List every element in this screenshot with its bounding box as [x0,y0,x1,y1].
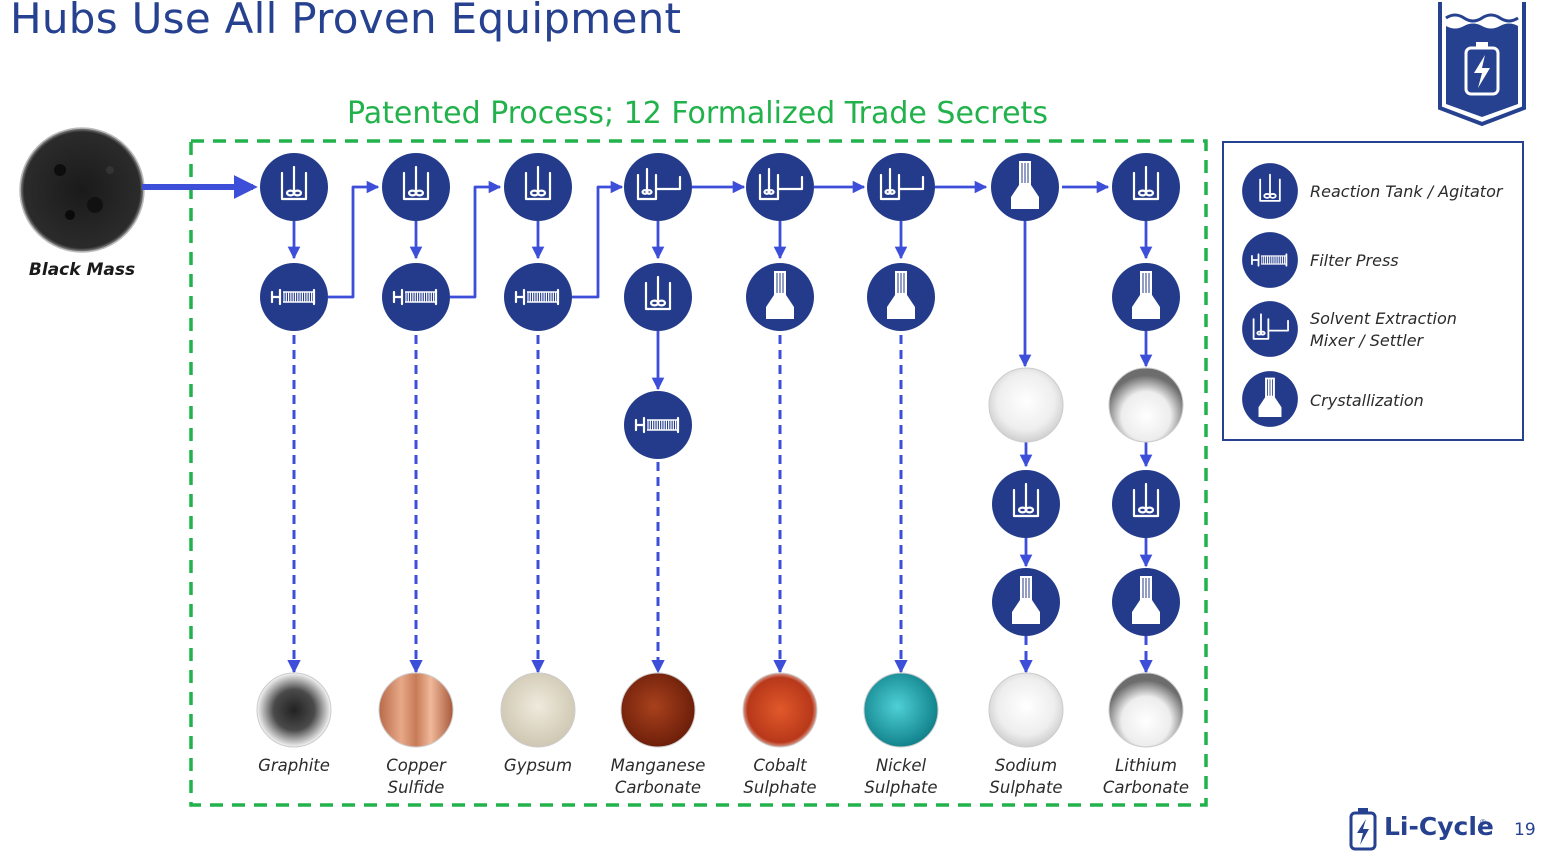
nickel-sulphate-sample [863,672,939,748]
reaction-tank-agitator-icon [382,153,450,221]
battery-tank-logo-icon [1438,2,1526,127]
product-label: Graphite [258,756,330,775]
sodium-sulphate-intermediate-sample [988,367,1064,443]
process-boundary [189,139,1208,807]
product-label: Copper [386,756,447,775]
manganese-carbonate-sample [620,672,696,748]
reaction-tank-agitator-icon [1112,153,1180,221]
crystallization-icon [991,153,1059,221]
product-label: Manganese [611,756,706,775]
legend-solvent-extraction-icon [1242,301,1298,357]
gypsum-sample [500,672,576,748]
black-mass-label: Black Mass [29,260,135,280]
crystallization-icon [867,263,935,331]
filter-press-icon [624,391,692,459]
reaction-tank-agitator-icon [992,470,1060,538]
solvent-extraction-icon [746,153,814,221]
legend-reaction-tank-label: Reaction Tank / Agitator [1310,182,1503,201]
brand-registered-mark: ® [1480,818,1486,827]
crystallization-icon [1112,263,1180,331]
brand-name: Li-Cycle [1384,812,1494,841]
process-subtitle: Patented Process; 12 Formalized Trade Se… [347,96,1048,131]
product-samples [256,367,1184,748]
copper-sulfide-sample [378,672,454,748]
legend-crystallization-label: Crystallization [1310,391,1424,410]
legend-reaction-tank-agitator-icon [1242,163,1298,219]
product-label-line2: Carbonate [615,778,701,797]
reaction-tank-agitator-icon [260,153,328,221]
lithium-carbonate-sample [1108,672,1184,748]
legend-solvent-extraction-label-line2: Mixer / Settler [1310,331,1424,350]
solvent-extraction-icon [867,153,935,221]
cobalt-sulphate-sample [742,672,818,748]
product-label: Lithium [1115,756,1177,775]
page-number: 19 [1514,820,1536,840]
filter-press-icon [504,263,572,331]
lithium-carbonate-intermediate-sample [1108,367,1184,443]
li-cycle-logo-icon [1349,808,1377,851]
legend-crystallization-icon [1242,371,1298,427]
legend-filter-press-label: Filter Press [1310,251,1399,270]
page-title: Hubs Use All Proven Equipment [10,0,682,43]
legend-icons [1242,163,1298,427]
product-label: Gypsum [504,756,572,775]
legend-filter-press-icon [1242,232,1298,288]
filter-press-icon [382,263,450,331]
sodium-sulphate-sample [988,672,1064,748]
filter-press-icon [260,263,328,331]
crystallization-icon [992,568,1060,636]
product-label-line2: Carbonate [1103,778,1189,797]
reaction-tank-agitator-icon [504,153,572,221]
product-label-line2: Sulfide [388,778,445,797]
crystallization-icon [1112,568,1180,636]
reaction-tank-agitator-icon [624,263,692,331]
equipment-nodes [260,153,1180,636]
product-label: Cobalt [753,756,807,775]
solvent-extraction-icon [624,153,692,221]
product-label: Sodium [995,756,1057,775]
product-labels: Graphite Copper Sulfide Gypsum Manganese… [258,756,1189,797]
graphite-sample [256,672,332,748]
product-label: Nickel [876,756,927,775]
flow-arrows [287,180,1153,568]
product-label-line2: Sulphate [743,778,816,797]
crystallization-icon [746,263,814,331]
equipment-legend: Reaction Tank / Agitator Filter Press So… [1222,141,1524,441]
product-arrows [287,335,1153,674]
black-mass-sample [19,127,145,253]
product-label-line2: Sulphate [864,778,937,797]
product-label-line2: Sulphate [989,778,1062,797]
legend-solvent-extraction-label: Solvent Extraction [1310,309,1457,328]
reaction-tank-agitator-icon [1112,470,1180,538]
